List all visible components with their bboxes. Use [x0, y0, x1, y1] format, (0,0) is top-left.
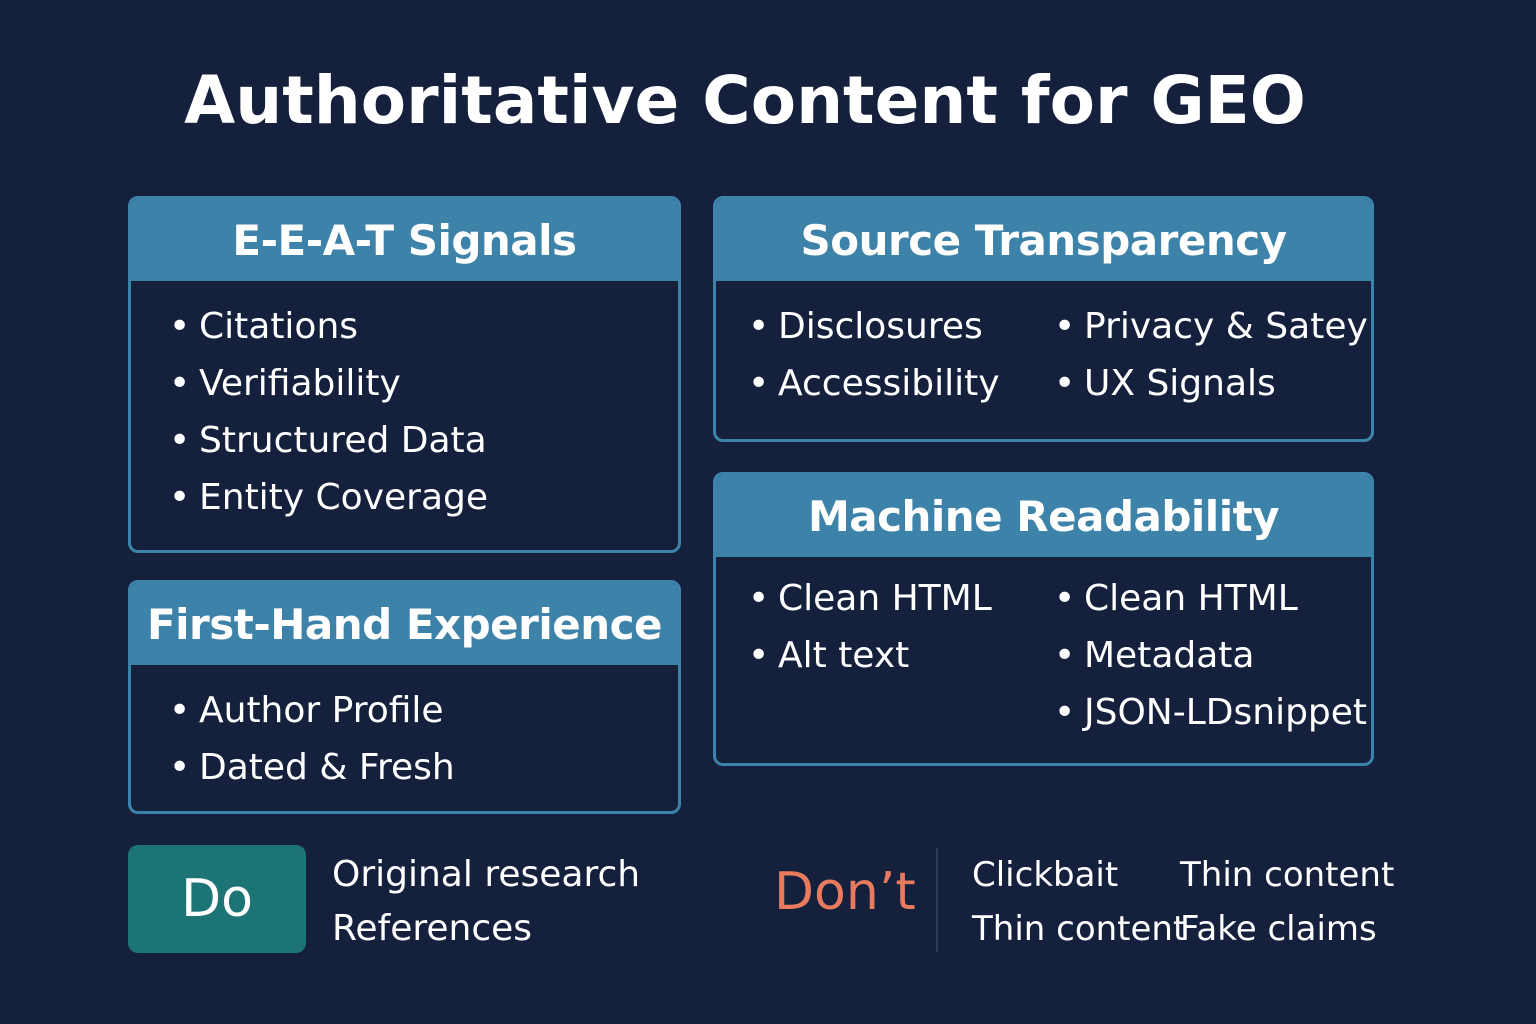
do-item: References	[332, 908, 533, 949]
first-hand-experience-card: First-Hand Experience Author Profile Dat…	[128, 580, 681, 814]
list-item: UX Signals	[1054, 355, 1368, 412]
list-item: Privacy & Satey	[1054, 298, 1368, 355]
list-item: Metadata	[1054, 627, 1367, 684]
list-item: Clean HTML	[1054, 570, 1367, 627]
dont-item: Thin content	[972, 909, 1187, 949]
list-item: Accessibility	[748, 355, 1000, 412]
dont-list-left: Clickbait Thin content	[972, 848, 1186, 956]
dont-list-right: Thin content Fake claims	[1180, 848, 1394, 956]
do-badge: Do	[128, 845, 306, 953]
machine-readability-heading: Machine Readability	[716, 475, 1371, 557]
dont-item: Fake claims	[1180, 909, 1377, 949]
source-transparency-heading: Source Transparency	[716, 199, 1371, 281]
list-item: Alt text	[748, 627, 992, 684]
do-item: Original research	[332, 854, 641, 895]
list-item: Entity Coverage	[169, 469, 488, 526]
do-list: Original research References	[332, 848, 640, 956]
eeat-signals-list: Citations Verifiability Structured Data …	[169, 298, 488, 526]
list-item: Dated & Fresh	[169, 739, 455, 796]
source-transparency-card: Source Transparency Disclosures Accessib…	[713, 196, 1374, 442]
list-item: Author Profile	[169, 682, 455, 739]
list-item: Disclosures	[748, 298, 1000, 355]
dont-item: Clickbait	[972, 855, 1119, 895]
machine-readability-card: Machine Readability Clean HTML Alt text …	[713, 472, 1374, 766]
first-hand-experience-list: Author Profile Dated & Fresh	[169, 682, 455, 796]
list-item: Verifiability	[169, 355, 488, 412]
list-item: Citations	[169, 298, 488, 355]
dont-item: Thin content	[1180, 855, 1395, 895]
source-transparency-list-right: Privacy & Satey UX Signals	[1054, 298, 1368, 412]
list-item: Clean HTML	[748, 570, 992, 627]
dont-divider	[936, 848, 938, 952]
machine-readability-list-right: Clean HTML Metadata JSON-LDsnippet	[1054, 570, 1367, 741]
source-transparency-list-left: Disclosures Accessibility	[748, 298, 1000, 412]
eeat-signals-card: E-E-A-T Signals Citations Verifiability …	[128, 196, 681, 553]
dont-label: Don’t	[774, 862, 916, 922]
list-item: Structured Data	[169, 412, 488, 469]
machine-readability-list-left: Clean HTML Alt text	[748, 570, 992, 684]
list-item: JSON-LDsnippet	[1054, 684, 1367, 741]
first-hand-experience-heading: First-Hand Experience	[131, 583, 678, 665]
page-title: Authoritative Content for GEO	[184, 62, 1306, 139]
eeat-signals-heading: E-E-A-T Signals	[131, 199, 678, 281]
